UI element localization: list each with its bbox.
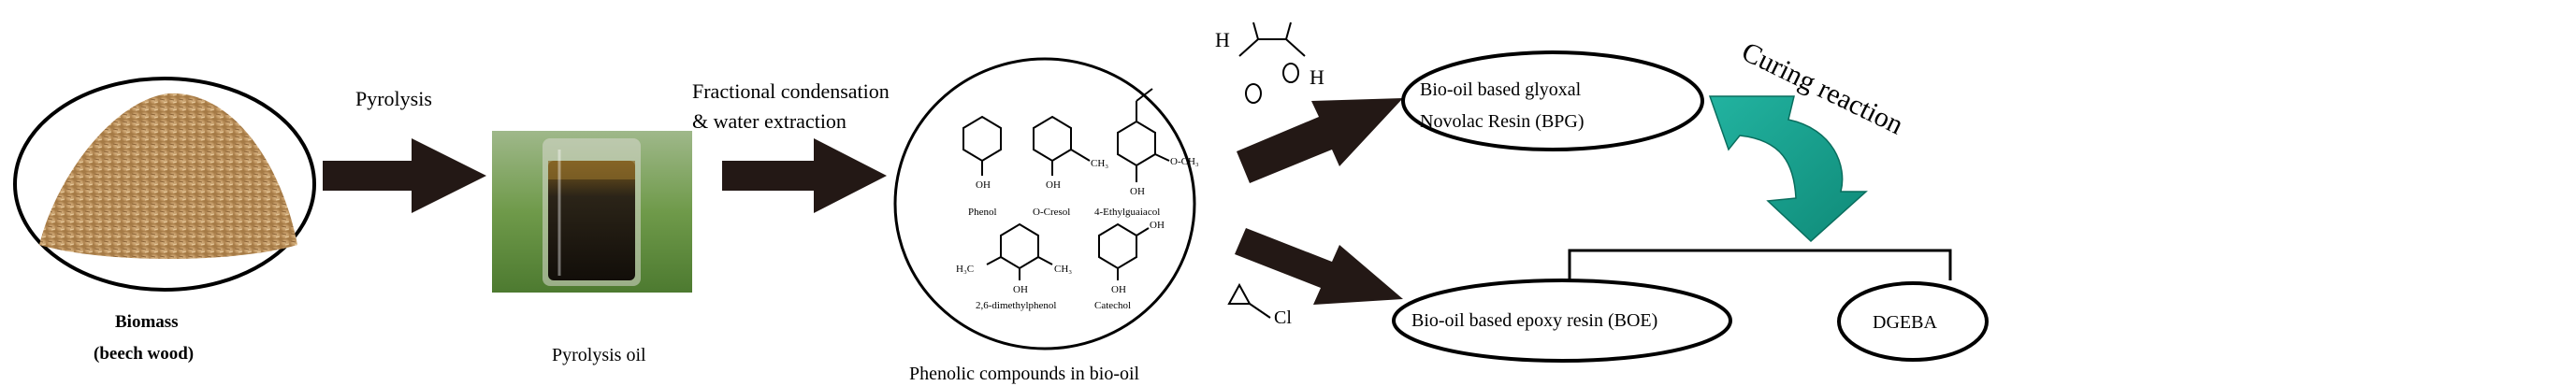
ethylguaiacol-oh: OH (1130, 186, 1145, 197)
glyoxal-h-left: H (1215, 28, 1230, 51)
ethylguaiacol-name: 4-Ethylguaiacol (1094, 207, 1160, 218)
biomass-node (13, 77, 316, 292)
glyoxal-h-right: H (1310, 65, 1324, 89)
dgeba-ellipse (1837, 281, 1989, 362)
phenol-structure: OH Phenol (962, 115, 1002, 218)
dimethylphenol-structure: H₃C CH₃ OH 2,6-dimethylphenol (956, 222, 1072, 311)
fractional-label-line1: Fractional condensation (692, 79, 890, 103)
fractional-label-line2: & water extraction (692, 109, 847, 133)
pyrolysis-label: Pyrolysis (355, 87, 432, 110)
wood-pile-image (39, 93, 297, 259)
o-cresol-name: O-Cresol (1033, 207, 1070, 218)
glyoxal-oxygen-left (1245, 83, 1262, 104)
arrow-oil-to-phenolics (722, 138, 887, 213)
catechol-structure: OH OH Catechol (1094, 220, 1165, 311)
dimethylphenol-h3c: H₃C (956, 264, 974, 275)
o-cresol-structure: CH₃ OH O-Cresol (1033, 115, 1108, 218)
arrow-phenolics-to-boe (1235, 228, 1403, 305)
arrow-biomass-to-oil (323, 138, 486, 213)
glyoxal-structure: H H (1215, 21, 1324, 104)
pyrolysis-oil-photo (492, 131, 692, 293)
bpg-ellipse (1401, 50, 1704, 151)
glyoxal-oxygen-right (1282, 63, 1299, 83)
curing-arrow (1708, 95, 1868, 243)
ethylguaiacol-och3: O-CH₃ (1170, 156, 1199, 167)
biomass-label-line2: (beech wood) (94, 344, 194, 364)
biomass-label-line1: Biomass (115, 312, 179, 332)
dimethylphenol-name: 2,6-dimethylphenol (976, 300, 1056, 311)
boe-ellipse (1392, 279, 1732, 363)
boe-label: Bio-oil based epoxy resin (BOE) (1411, 310, 1657, 331)
epichlorohydrin-cl: Cl (1274, 307, 1292, 328)
4-ethylguaiacol-structure: O-CH₃ OH 4-Ethylguaiacol (1094, 88, 1199, 218)
phenolic-caption: Phenolic compounds in bio-oil (909, 364, 1140, 384)
pyrolysis-oil-label: Pyrolysis oil (552, 345, 646, 365)
o-cresol-oh: OH (1046, 179, 1061, 191)
dgeba-label: DGEBA (1873, 312, 1937, 333)
dimethylphenol-oh: OH (1013, 284, 1028, 295)
arrow-phenolics-to-bpg (1237, 98, 1403, 183)
o-cresol-ch3: CH₃ (1091, 158, 1108, 169)
phenol-oh: OH (976, 179, 991, 191)
catechol-name: Catechol (1094, 300, 1131, 311)
catechol-oh-bottom: OH (1111, 284, 1126, 295)
catechol-oh-top: OH (1150, 220, 1165, 231)
dimethylphenol-ch3: CH₃ (1054, 264, 1072, 275)
boe-dgeba-connector (1568, 249, 1952, 287)
phenol-name: Phenol (968, 207, 997, 218)
epichlorohydrin-structure: Cl (1227, 282, 1292, 328)
bpg-label-line2: Novolac Resin (BPG) (1420, 111, 1585, 132)
bpg-label-line1: Bio-oil based glyoxal (1420, 79, 1582, 100)
